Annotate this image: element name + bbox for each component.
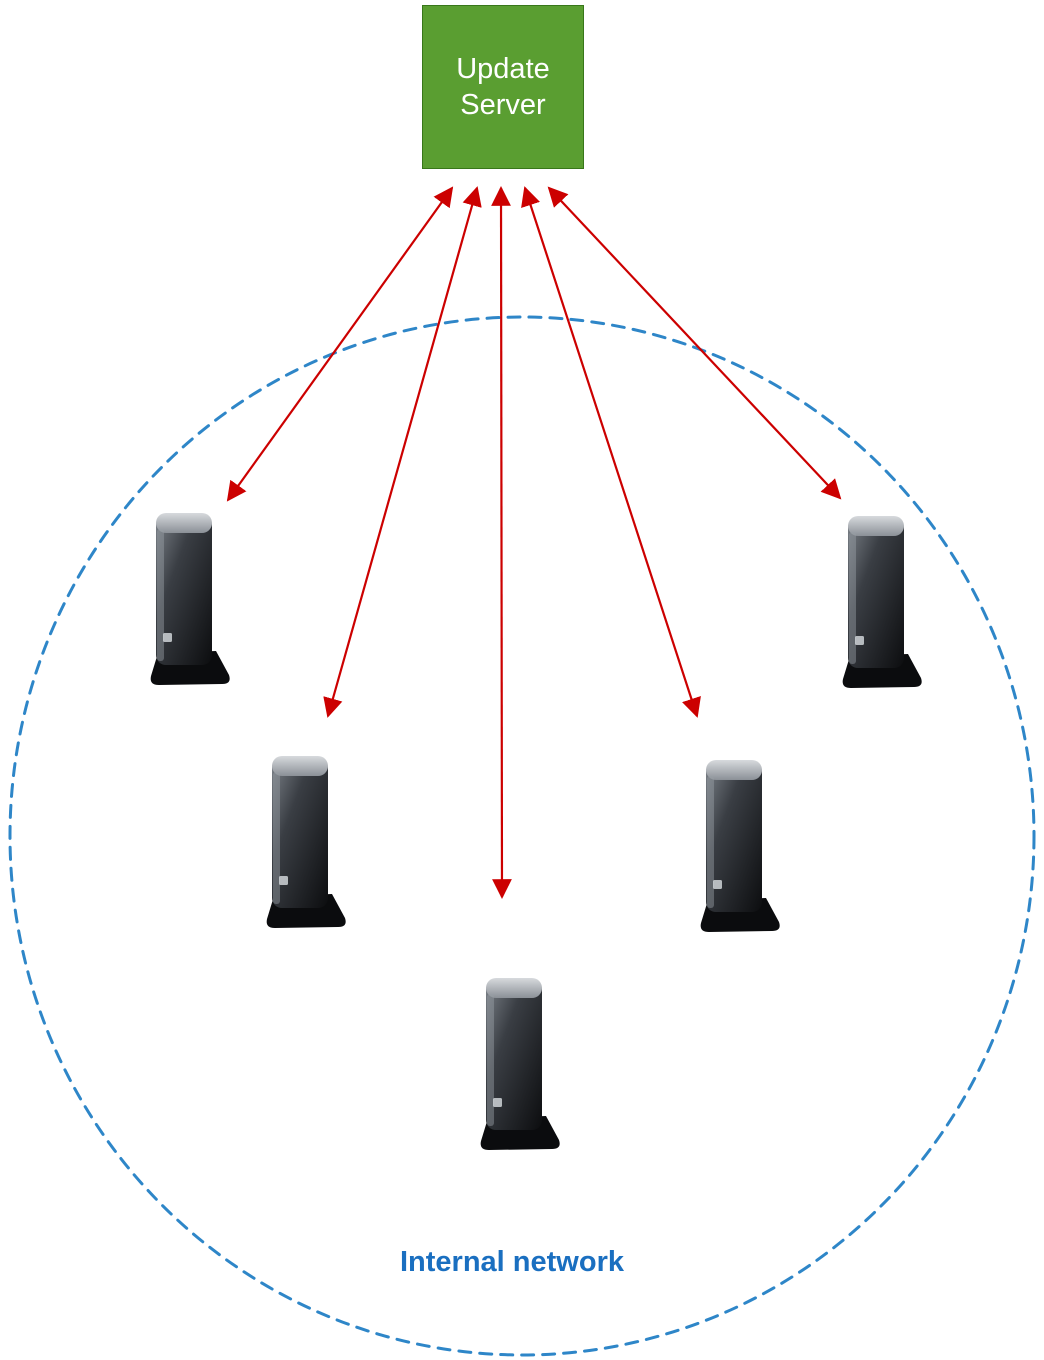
client-device-bottom — [480, 978, 560, 1150]
internal-network-boundary — [8, 315, 1036, 1357]
client-device-top-left — [150, 513, 230, 685]
thin-client-tower-icon — [700, 760, 780, 932]
server-label: Update Server — [456, 52, 550, 121]
sync-arrow-mid-left — [323, 186, 482, 718]
sync-arrows — [226, 186, 842, 899]
thin-client-tower-icon — [150, 513, 230, 685]
client-devices — [150, 513, 922, 1150]
thin-client-tower-icon — [266, 756, 346, 928]
thin-client-tower-icon — [480, 978, 560, 1150]
client-device-top-right — [842, 516, 922, 688]
sync-arrow-top-left — [226, 186, 454, 502]
client-device-mid-left — [266, 756, 346, 928]
thin-client-tower-icon — [842, 516, 922, 688]
network-label: Internal network — [400, 1246, 624, 1278]
sync-arrow-bottom — [491, 186, 512, 899]
sync-arrow-top-right — [547, 186, 842, 500]
sync-arrow-mid-right — [521, 186, 701, 718]
update-server-node: Update Server — [422, 5, 584, 169]
client-device-mid-right — [700, 760, 780, 932]
